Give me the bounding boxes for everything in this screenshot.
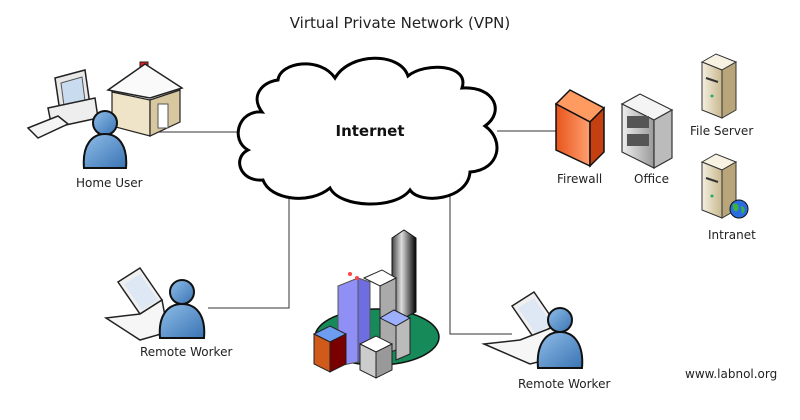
home-user-label: Home User [76, 176, 143, 190]
line-internet-remote-left [208, 198, 290, 309]
file-server-label: File Server [690, 124, 754, 138]
remote-worker-left-label: Remote Worker [140, 345, 233, 359]
globe-icon [729, 199, 749, 219]
internet-label: Internet [335, 122, 405, 140]
house-icon [106, 61, 184, 137]
firewall-label: Firewall [557, 172, 603, 186]
office-building-icon[interactable] [620, 93, 674, 170]
user-icon [536, 307, 584, 369]
user-icon [158, 279, 206, 339]
desktop-computer-icon [26, 69, 99, 139]
watermark: www.labnol.org [685, 367, 778, 381]
diagram-title: Virtual Private Network (VPN) [289, 14, 511, 32]
firewall-icon[interactable] [554, 89, 606, 168]
connection-lines [158, 130, 556, 335]
intranet-label: Intranet [708, 228, 756, 242]
office-label: Office [634, 172, 670, 186]
cloud-icon[interactable] [236, 56, 499, 206]
line-internet-remote-right [449, 190, 512, 335]
laptop-icon [103, 266, 169, 341]
remote-worker-right-label: Remote Worker [518, 377, 611, 391]
user-icon [82, 110, 128, 169]
city-buildings-icon [312, 229, 440, 379]
server-icon[interactable] [700, 53, 738, 119]
